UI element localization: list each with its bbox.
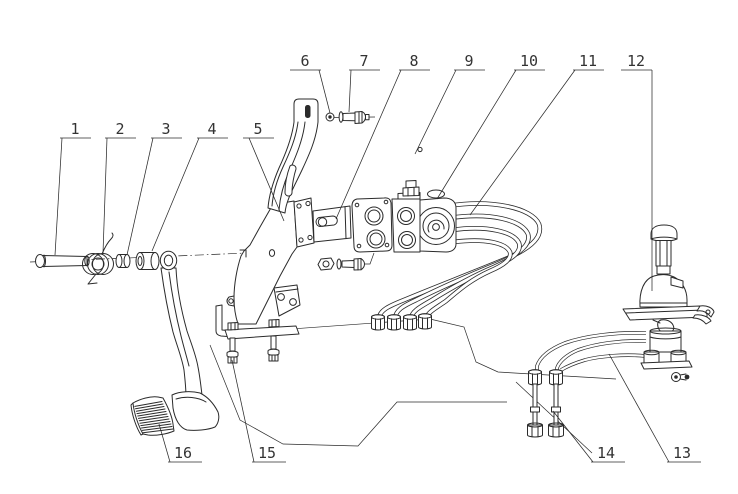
brake-valve: [351, 146, 457, 253]
part-number-12: 12: [627, 52, 645, 70]
hand-valve-mounting-plate: [622, 305, 715, 325]
part-number-4: 4: [207, 120, 216, 138]
return-spring: [82, 232, 114, 285]
part-number-6: 6: [300, 52, 309, 70]
callout-leader-4: [151, 137, 200, 252]
part-number-7: 7: [359, 52, 368, 70]
tube-fittings: [528, 369, 563, 386]
callout-leader-5: [248, 137, 285, 222]
pipe-fittings: [371, 313, 432, 331]
part-number-8: 8: [409, 52, 418, 70]
mounting-bolts: [527, 383, 564, 438]
bolt-7: [338, 111, 370, 124]
callout-leader-3: [126, 137, 154, 256]
hand-valve-tubes: [535, 331, 647, 372]
hand-valve-body: [640, 319, 693, 382]
bracket-studs: [226, 335, 280, 364]
bracket-gusset: [273, 284, 301, 317]
pedal-bracket: [215, 98, 319, 364]
callout-leader-2: [102, 137, 108, 254]
part-number-11: 11: [579, 52, 597, 70]
part-number-2: 2: [115, 120, 124, 138]
part-number-10: 10: [520, 52, 538, 70]
pedal-plate: [171, 391, 220, 431]
pedal-arm: [159, 250, 203, 398]
callout-leader-1: [54, 137, 63, 256]
callout-leader-8: [335, 69, 402, 220]
valve-elbow-fitting: [402, 146, 423, 197]
part-number-1: 1: [70, 120, 79, 138]
callout-leader-13: [608, 353, 670, 463]
bracket-foot: [215, 304, 300, 340]
callout-leader-15: [231, 359, 255, 463]
valve-bolt-and-washers: [317, 252, 375, 271]
part-number-3: 3: [161, 120, 170, 138]
pivot-pin: [35, 254, 90, 268]
air-pipes: [376, 201, 543, 319]
part-number-13: 13: [673, 444, 691, 462]
pedal-pad: [130, 396, 175, 436]
valve-clamp: [312, 205, 352, 243]
hand-brake-valve: [622, 224, 715, 382]
valve-mounting-plate: [293, 197, 315, 248]
part-number-5: 5: [253, 120, 262, 138]
part-number-14: 14: [597, 444, 615, 462]
hand-valve-dome: [639, 274, 688, 308]
callout-leader-11: [469, 69, 576, 216]
callout-leader-7: [348, 69, 352, 113]
part-number-15: 15: [258, 444, 276, 462]
washer-3: [115, 254, 131, 268]
part-number-16: 16: [174, 444, 192, 462]
callout-leader-14: [552, 410, 594, 463]
hand-valve-knob: [650, 224, 678, 275]
callout-leader-16: [158, 423, 171, 463]
bracket-spring-tab: [226, 295, 235, 307]
callout-leader-9: [414, 69, 457, 155]
callout-leader-10: [436, 69, 517, 200]
pad-ribs: [134, 401, 174, 434]
part-number-9: 9: [464, 52, 473, 70]
callout-leader-6: [318, 69, 331, 114]
bracket-arm: [267, 98, 319, 214]
arm-top-fasteners: [325, 111, 376, 124]
pivot-bushing-4: [135, 252, 160, 270]
